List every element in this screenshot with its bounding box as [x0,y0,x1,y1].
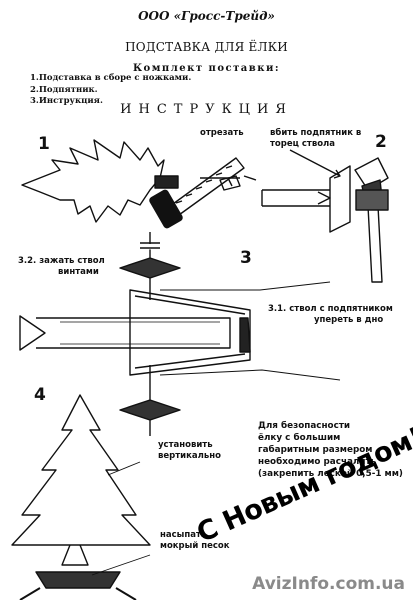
kit-list: 1.Подставка в сборе с ножками. 2.Подпятн… [30,73,191,108]
step-4-label-vertical: установить вертикально [158,440,221,461]
step-3-number: 3 [240,248,252,268]
document-title: ПОДСТАВКА ДЛЯ ЁЛКИ [125,40,288,54]
instructions-heading: ИНСТРУКЦИЯ [120,102,293,117]
kit-item: 1.Подставка в сборе с ножками. [30,73,192,83]
kit-item: 2.Подпятник. [30,84,98,95]
step-2-label: вбить подпятник в торец ствола [270,128,362,149]
step-3-1-label: 3.1. ствол с подпятником упереть в дно [268,304,393,325]
christmas-tree-drawing [11,394,151,600]
kit-heading: Комплект поставки: [132,63,281,74]
step-3-2-label: 3.2. зажать ствол винтами [18,256,105,277]
hammer-drawing [261,149,389,283]
company-name: ООО «Гросс-Трейд» [138,9,275,23]
step-2-number: 2 [375,132,387,152]
step-4-number: 4 [34,385,46,405]
safety-note: Для безопасности ёлку с большим габаритн… [258,421,403,479]
step-1-label: отрезать [200,128,244,138]
kit-item: 3.Инструкция. [30,96,103,106]
step-4-label-sand: насыпать мокрый песок [160,530,230,551]
stand-drawing [19,232,341,436]
watermark: AvizInfo.com.ua [252,574,405,594]
fir-branch-drawing [21,139,165,223]
step-1-number: 1 [38,134,50,154]
saw-drawing [149,157,257,229]
